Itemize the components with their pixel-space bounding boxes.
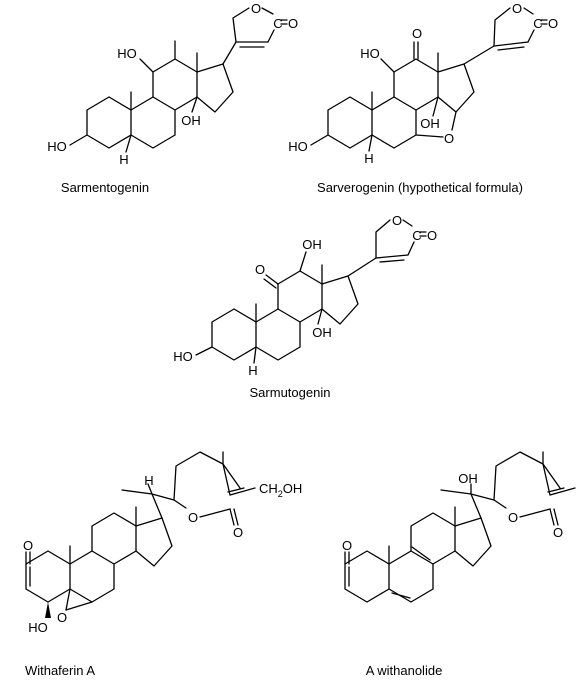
- sarmutogenin-bonds: [195, 219, 427, 364]
- withaferin-a-keto-oxygen: O: [23, 538, 33, 553]
- structure-sarmutogenin: O C O O OH HO OH H Sarmutogenin: [173, 213, 437, 400]
- caption-withanolide: A withanolide: [366, 663, 443, 678]
- sarmentogenin-carbonyl-carbon: C: [273, 16, 282, 31]
- sarmentogenin-carbonyl-oxygen: O: [288, 16, 298, 31]
- sarverogenin-ho-11: HO: [360, 46, 380, 61]
- sarmutogenin-keto-oxygen: O: [255, 262, 265, 277]
- structure-sarmentogenin: O C O HO HO OH H Sarmentogenin: [47, 1, 298, 195]
- withaferin-a-ch2oh-ch: CH: [259, 481, 278, 496]
- sarmutogenin-h-5: H: [248, 363, 257, 378]
- withaferin-a-ch2oh: CH2OH: [259, 481, 302, 499]
- sarmentogenin-ring-oxygen: O: [251, 1, 261, 16]
- sarverogenin-carbonyl-oxygen: O: [548, 16, 558, 31]
- sarverogenin-ho-3: HO: [288, 139, 308, 154]
- sarmutogenin-oh-12: OH: [302, 237, 322, 252]
- withanolide-bonds: [344, 451, 576, 603]
- withanolide-keto-oxygen: O: [342, 538, 352, 553]
- structure-withanolide: OH O O O A withanolide: [342, 451, 576, 678]
- structure-sarverogenin: O C O O HO HO OH O H Sarverogenin (hypot…: [288, 1, 558, 195]
- withanolide-oh-20: OH: [458, 471, 478, 486]
- sarverogenin-carbonyl-carbon: C: [533, 16, 542, 31]
- withaferin-a-bonds: [25, 451, 256, 618]
- withaferin-a-ho-4: HO: [28, 620, 48, 635]
- sarmutogenin-carbonyl-carbon: C: [412, 228, 421, 243]
- sarmentogenin-oh-14: OH: [181, 113, 201, 128]
- caption-sarmentogenin: Sarmentogenin: [61, 180, 149, 195]
- structure-withaferin-a: H CH2OH O O O HO O Withaferin A: [23, 451, 302, 678]
- sarverogenin-bonds: [310, 7, 548, 152]
- withaferin-a-ch2oh-sub: 2: [278, 489, 283, 499]
- sarverogenin-ether-oxygen: O: [444, 131, 454, 146]
- sarverogenin-ring-oxygen: O: [512, 1, 522, 16]
- withaferin-a-h-20: H: [144, 473, 153, 488]
- withanolide-ring-oxygen: O: [508, 510, 518, 525]
- sarmentogenin-ho-11: HO: [117, 46, 137, 61]
- withaferin-a-ring-oxygen: O: [188, 510, 198, 525]
- sarmentogenin-h-5: H: [119, 152, 128, 167]
- withaferin-a-epoxide-oxygen: O: [57, 610, 67, 625]
- sarmutogenin-ho-3: HO: [173, 349, 193, 364]
- sarmentogenin-ho-3: HO: [47, 139, 67, 154]
- sarverogenin-keto-oxygen: O: [412, 26, 422, 41]
- sarmutogenin-oh-14: OH: [312, 325, 332, 340]
- sarmentogenin-bonds: [69, 7, 288, 153]
- withanolide-carbonyl-oxygen: O: [553, 525, 563, 540]
- caption-sarverogenin: Sarverogenin (hypothetical formula): [317, 180, 523, 195]
- withaferin-a-ch2oh-oh: OH: [283, 481, 303, 496]
- sarverogenin-h-5: H: [364, 151, 373, 166]
- sarmutogenin-ring-oxygen: O: [392, 213, 402, 228]
- caption-sarmutogenin: Sarmutogenin: [250, 385, 331, 400]
- sarmutogenin-carbonyl-oxygen: O: [427, 228, 437, 243]
- withaferin-a-carbonyl-oxygen: O: [233, 525, 243, 540]
- caption-withaferin-a: Withaferin A: [25, 663, 95, 678]
- sarverogenin-oh-14: OH: [420, 116, 440, 131]
